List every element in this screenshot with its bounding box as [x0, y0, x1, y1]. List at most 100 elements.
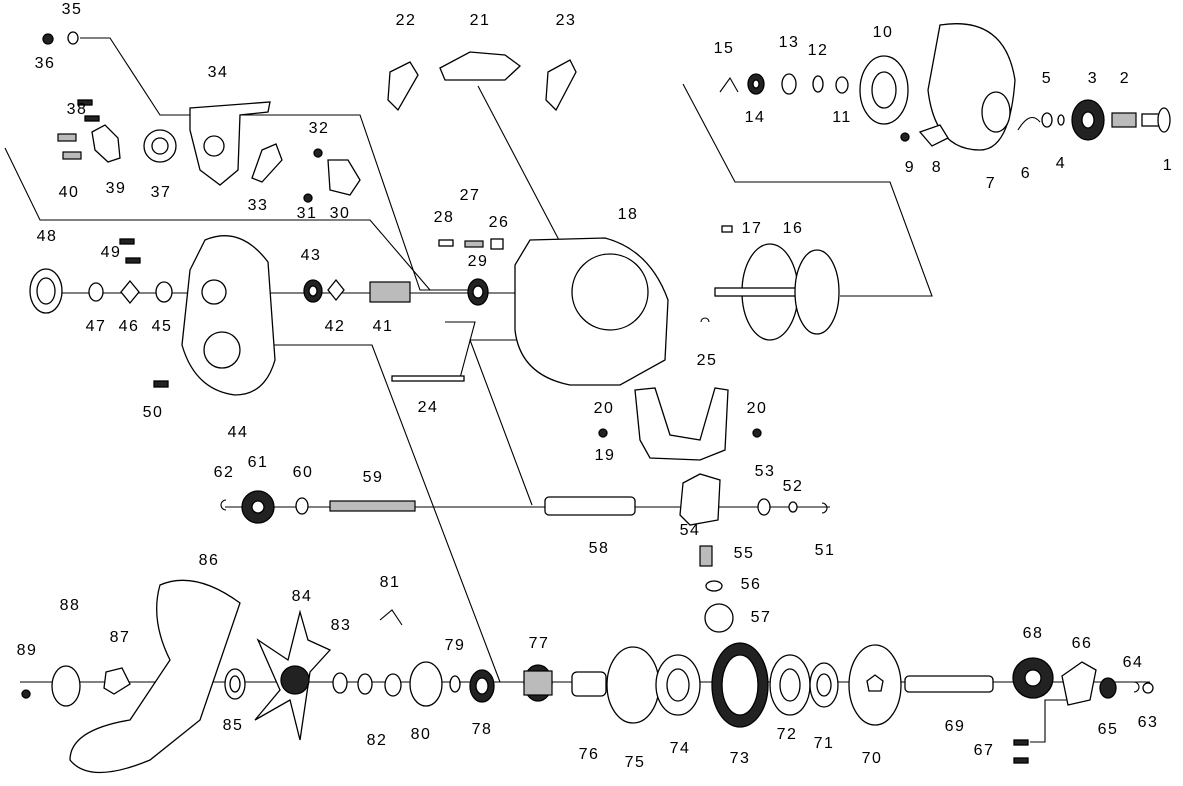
nut-87 — [103, 667, 131, 695]
spool-16 — [714, 243, 840, 341]
drag-washer-72 — [769, 654, 811, 716]
pipe-58 — [544, 496, 636, 516]
bearing-60 — [295, 497, 309, 515]
part-label: 67 — [974, 742, 995, 759]
part-label: 20 — [594, 400, 615, 417]
part-label: 38 — [67, 101, 88, 118]
guide-line-left-frame — [4, 147, 431, 291]
clip-64 — [1133, 681, 1140, 693]
part-label: 77 — [529, 635, 550, 652]
part-label: 63 — [1138, 714, 1159, 731]
washer-83 — [332, 672, 348, 694]
part-label: 29 — [468, 253, 489, 270]
washer-4 — [1057, 114, 1065, 126]
screws-38 — [77, 99, 100, 122]
part-label: 46 — [119, 318, 140, 335]
part-label: 34 — [208, 64, 229, 81]
part-label: 62 — [214, 464, 235, 481]
part-label: 9 — [905, 159, 915, 176]
part-label: 5 — [1042, 70, 1052, 87]
part-label: 83 — [331, 617, 352, 634]
clutch-77 — [523, 664, 553, 702]
clip-62 — [220, 499, 227, 511]
screw-63 — [1142, 682, 1154, 694]
part-label: 75 — [625, 754, 646, 771]
part-label: 69 — [945, 718, 966, 735]
bracket-66 — [1061, 661, 1097, 706]
part-label: 45 — [152, 318, 173, 335]
pawl-33 — [251, 143, 283, 183]
part-label: 56 — [741, 576, 762, 593]
part-label: 32 — [309, 120, 330, 137]
part-label: 66 — [1072, 635, 1093, 652]
bracket-34 — [189, 101, 271, 186]
part-label: 64 — [1123, 654, 1144, 671]
part-label: 88 — [60, 597, 81, 614]
side-cover-23 — [545, 59, 577, 112]
pin-17 — [721, 225, 733, 233]
thumb-bar-21 — [439, 51, 522, 81]
worm-shaft-59 — [329, 500, 416, 512]
plate-37 — [143, 129, 177, 163]
guide-line-handle-side — [80, 37, 480, 291]
shaft-24 — [391, 375, 465, 382]
screw-9 — [900, 132, 910, 142]
part-label: 13 — [779, 34, 800, 51]
part-label: 85 — [223, 717, 244, 734]
spring-6 — [1017, 116, 1041, 131]
washer-5 — [1041, 112, 1053, 128]
plate-30 — [327, 159, 361, 196]
bearing-43 — [303, 279, 323, 303]
part-label: 36 — [35, 55, 56, 72]
part-label: 50 — [143, 404, 164, 421]
washer-42 — [327, 278, 345, 302]
part-label: 27 — [460, 187, 481, 204]
pawl-55 — [699, 545, 713, 567]
part-label: 84 — [292, 588, 313, 605]
knob-3 — [1071, 99, 1105, 141]
guide-line-cover-lower — [270, 344, 501, 683]
part-label: 35 — [62, 1, 83, 18]
part-label: 26 — [489, 214, 510, 231]
part-label: 68 — [1023, 625, 1044, 642]
part-label: 23 — [556, 12, 577, 29]
part-label: 57 — [751, 609, 772, 626]
part-label: 60 — [293, 464, 314, 481]
washer-52 — [788, 501, 798, 513]
part-label: 22 — [396, 12, 417, 29]
drag-washer-71 — [809, 662, 839, 708]
drag-washer-75 — [606, 646, 660, 724]
washer-45 — [155, 281, 173, 303]
part-label: 4 — [1056, 155, 1066, 172]
part-label: 8 — [932, 159, 942, 176]
sleeve-80 — [409, 661, 443, 707]
part-label: 48 — [37, 228, 58, 245]
bearing-14 — [747, 73, 765, 95]
guide-line-bolts — [1030, 699, 1068, 743]
clicker-39 — [91, 124, 121, 163]
screw-89 — [21, 689, 31, 699]
clip-25 — [700, 317, 710, 323]
part-label: 17 — [742, 220, 763, 237]
guide-line-frame-down — [469, 339, 533, 506]
part-label: 49 — [101, 244, 122, 261]
part-label: 21 — [470, 12, 491, 29]
part-label: 37 — [151, 184, 172, 201]
guide-line-levelwind — [445, 321, 476, 379]
part-label: 73 — [730, 750, 751, 767]
springs-40 — [57, 133, 82, 160]
guide-line-top-right — [682, 83, 933, 297]
part-label: 24 — [418, 399, 439, 416]
screw-1 — [1141, 107, 1171, 133]
screws-49 — [119, 238, 141, 264]
pinion-41 — [369, 281, 411, 303]
part-label: 55 — [734, 545, 755, 562]
parts — [21, 23, 1171, 774]
part-label: 89 — [17, 642, 38, 659]
part-label: 16 — [783, 220, 804, 237]
part-label: 51 — [815, 542, 836, 559]
washer-85 — [224, 668, 246, 700]
part-label: 78 — [472, 721, 493, 738]
part-label: 12 — [808, 42, 829, 59]
